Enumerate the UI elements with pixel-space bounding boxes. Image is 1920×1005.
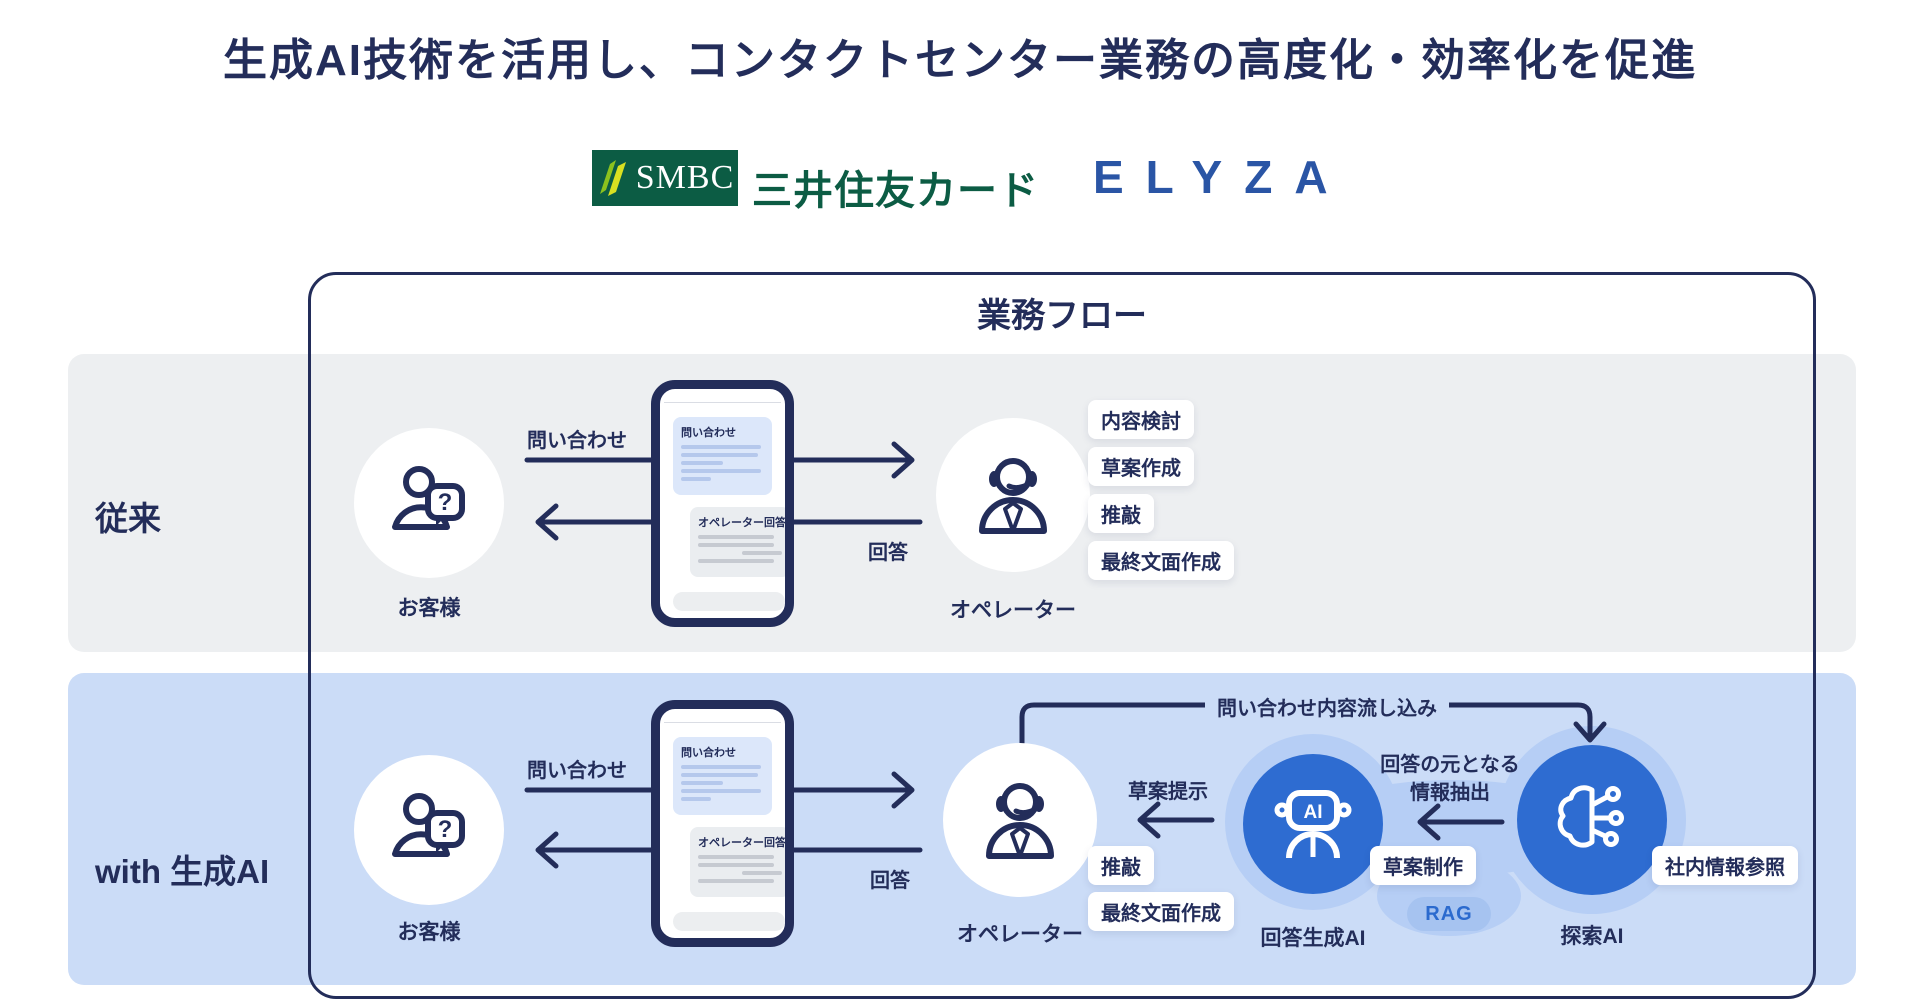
smbc-logo: SMBC [592,150,738,206]
extraction-label-line2: 情報抽出 [1410,782,1490,804]
phone-input-bar [673,592,785,611]
internal-info-chip: 社内情報参照 [1652,846,1798,885]
reply-arrow-label: 回答 [870,870,910,892]
customer-avatar: ? [354,755,504,905]
generation-ai-circle: AI [1243,754,1383,894]
svg-text:?: ? [438,489,453,516]
inquiry-message-card: 問い合わせ [673,417,772,495]
smbc-rising-mark-icon [599,160,626,196]
reply-arrow-label: 回答 [868,542,908,564]
page-title: 生成AI技術を活用し、コンタクトセンター業務の高度化・効率化を促進 [223,36,1697,85]
customer-label: お客様 [397,921,461,944]
operator-reply-card: オペレーター回答 [690,507,786,577]
operator-avatar [936,418,1090,572]
task-chip: 草案作成 [1088,447,1194,486]
customer-question-icon: ? [392,466,465,530]
row-label-with-ai: with 生成AI [95,853,270,890]
phone-statusbar-divider [664,402,781,403]
task-chip: 推敲 [1088,846,1154,885]
extraction-label-line1: 回答の元となる [1380,754,1520,776]
row-label-conventional: 従来 [95,500,161,537]
reply-card-title: オペレーター回答 [698,837,786,849]
inquiry-card-title: 問い合わせ [681,427,736,439]
smbc-company-name: 三井住友カード [752,169,1039,213]
operator-headset-icon [986,783,1054,859]
draft-creation-chip: 草案制作 [1370,846,1476,885]
smbc-logo-text: SMBC [635,159,735,196]
inquiry-arrow-label: 問い合わせ [527,760,627,782]
rag-badge: RAG [1407,897,1491,931]
svg-text:?: ? [438,816,453,843]
task-chip: 最終文面作成 [1088,892,1234,931]
inquiry-arrow-label: 問い合わせ [527,430,627,452]
pipeline-arrow-label: 問い合わせ内容流し込み [1205,692,1449,721]
customer-question-icon: ? [392,793,465,857]
search-ai-label: 探索AI [1560,925,1624,948]
customer-label: お客様 [397,597,461,620]
phone-input-bar [673,912,785,931]
operator-label: オペレーター [957,923,1083,946]
draft-arrow-label: 草案提示 [1128,781,1208,803]
elyza-logo: ELYZA [1093,151,1350,203]
generation-ai-label: 回答生成AI [1260,927,1366,950]
task-chip: 推敲 [1088,494,1154,533]
ai-brain-circuit-icon [1557,785,1624,848]
search-ai-circle [1517,745,1667,895]
inquiry-message-card: 問い合わせ [673,737,772,815]
customer-avatar: ? [354,428,504,578]
operator-label: オペレーター [950,599,1076,622]
task-chip: 内容検討 [1088,400,1194,439]
ai-robot-icon: AI [1274,790,1352,859]
operator-headset-icon [979,458,1047,534]
task-chip: 最終文面作成 [1088,541,1234,580]
operator-avatar [943,743,1097,897]
operator-reply-card: オペレーター回答 [690,827,786,897]
inquiry-card-title: 問い合わせ [681,747,736,759]
support-chat-phone: 問い合わせ オペレーター回答 [651,700,794,947]
flow-title: 業務フロー [977,297,1147,335]
support-chat-phone: 問い合わせ オペレーター回答 [651,380,794,627]
phone-statusbar-divider [664,722,781,723]
reply-card-title: オペレーター回答 [698,517,786,529]
svg-text:AI: AI [1304,802,1323,823]
